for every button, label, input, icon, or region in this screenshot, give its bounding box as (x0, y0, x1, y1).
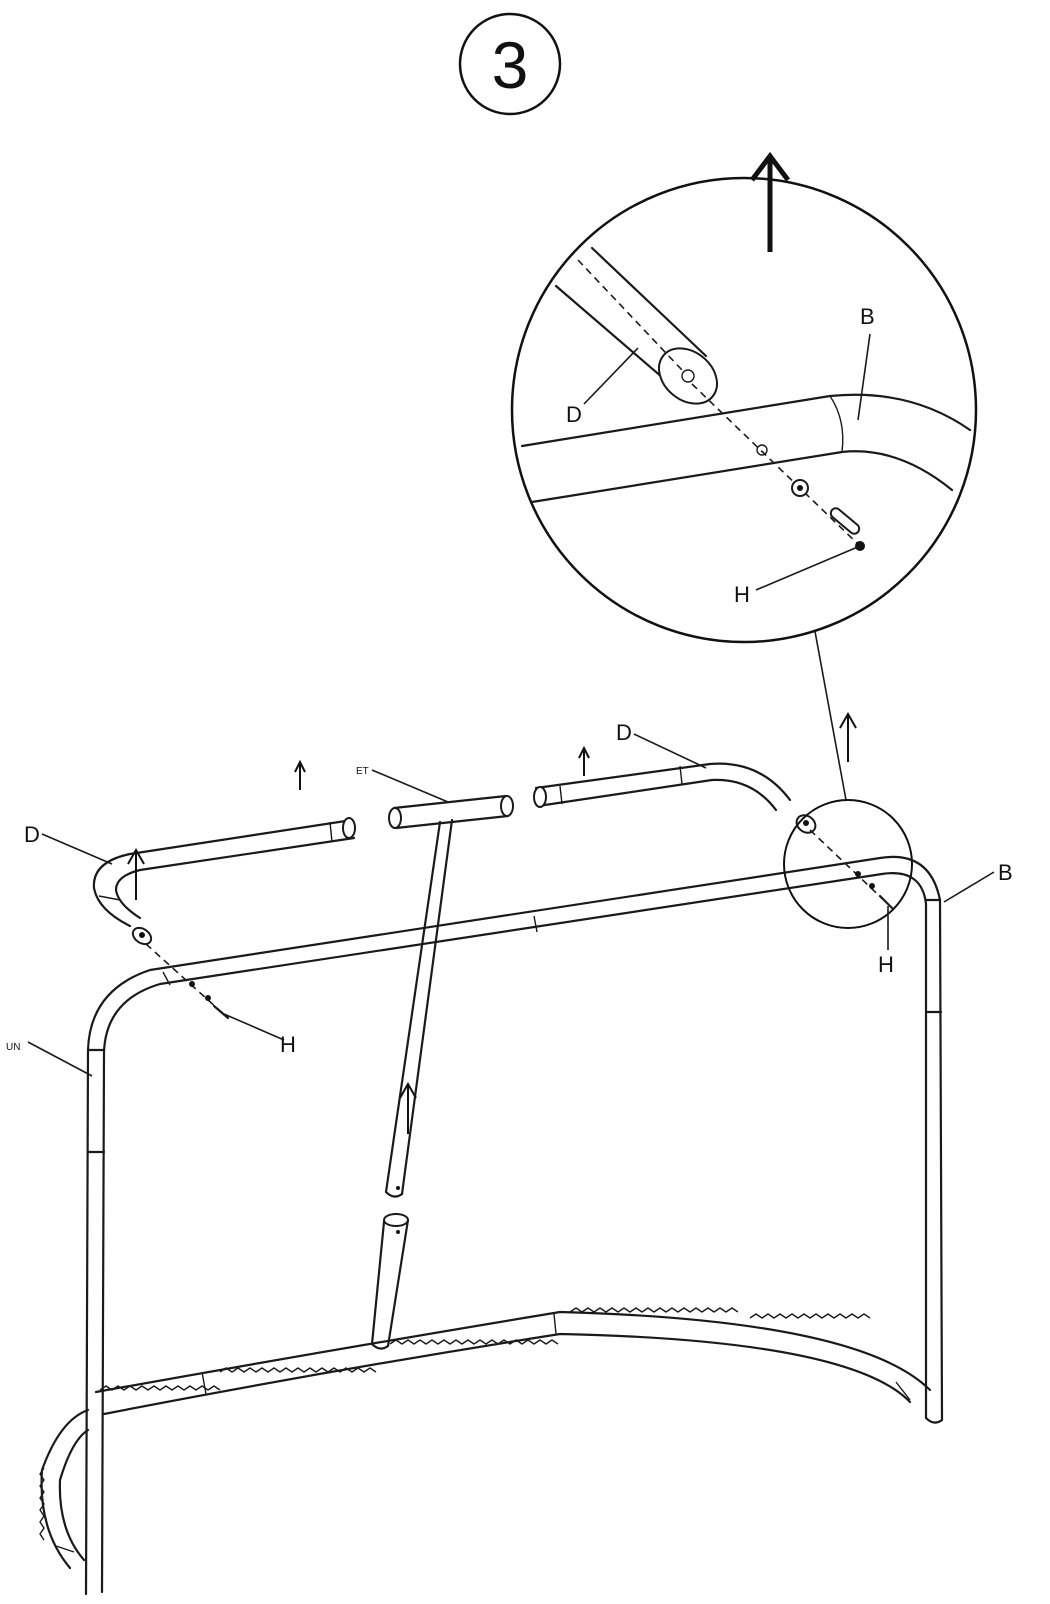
center-support-et (370, 794, 514, 1350)
hardware-h (145, 829, 894, 1020)
leader-lines (27, 333, 995, 1077)
label-h-zoom: H (734, 582, 750, 607)
arrow-up-center (399, 1081, 417, 1134)
label-d-right: D (616, 720, 632, 745)
arrow-up-zoom (750, 151, 790, 252)
label-d-left: D (24, 822, 40, 847)
arrow-up-left-top (294, 759, 306, 790)
label-h-left: H (280, 1032, 296, 1057)
tube-d-left (92, 817, 356, 946)
arrow-up-connector (839, 711, 857, 762)
frame-b (84, 855, 944, 1596)
step-badge: 3 (458, 12, 562, 116)
label-b-main: B (998, 860, 1013, 885)
label-b-zoom: B (860, 304, 875, 329)
arrow-up-left-bend (127, 847, 145, 900)
base-frame (39, 1307, 932, 1570)
detail-focus-circle (783, 799, 913, 929)
label-d-zoom: D (566, 402, 582, 427)
arrow-up-right-top (578, 745, 590, 776)
label-un: UN (6, 1042, 20, 1053)
tube-d-right (533, 762, 817, 834)
detail-connector (813, 625, 847, 801)
label-et: ET (356, 766, 369, 777)
label-h-right: H (878, 952, 894, 977)
step-number: 3 (492, 28, 529, 102)
zoom-detail (510, 176, 978, 644)
